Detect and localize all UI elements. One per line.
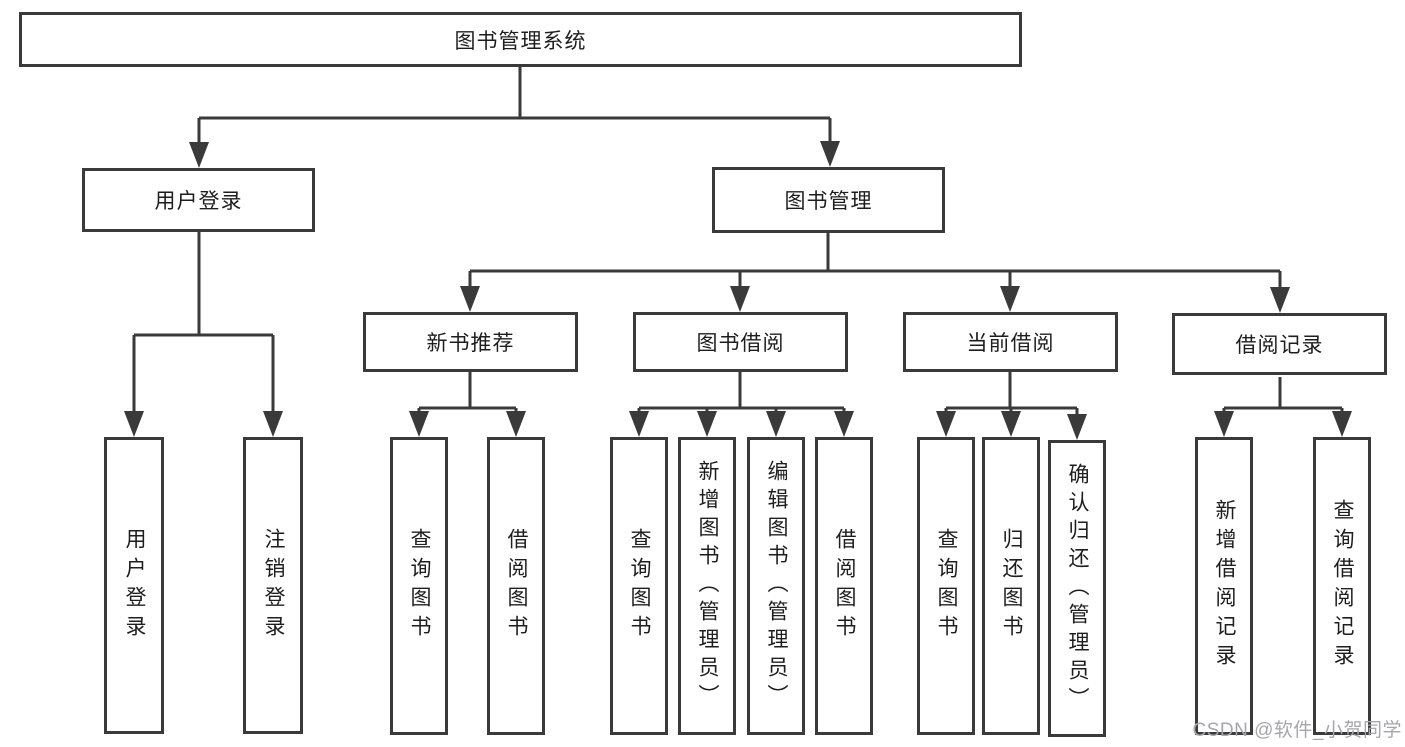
node-current-borrowing: 当前借阅 bbox=[903, 312, 1118, 372]
arrowhead bbox=[1000, 286, 1020, 312]
arrowhead bbox=[460, 286, 480, 312]
node-user-login: 用户登录 bbox=[82, 168, 315, 232]
arrowhead bbox=[936, 411, 956, 437]
node-book-borrowing: 图书借阅 bbox=[633, 312, 848, 372]
arrowhead bbox=[1332, 411, 1352, 437]
node-label: 用户登录 bbox=[154, 190, 243, 213]
arrowhead bbox=[1270, 287, 1290, 313]
leaf-rec-borrow-book: 借阅图书 bbox=[487, 437, 545, 735]
node-label: 确认归还（管理员） bbox=[1066, 462, 1089, 715]
node-label: 查询图书 bbox=[935, 528, 958, 644]
arrowhead bbox=[506, 411, 526, 437]
connector-root-to-level2 bbox=[197, 67, 832, 150]
leaf-bb-query-book: 查询图书 bbox=[610, 437, 668, 735]
arrowhead bbox=[629, 411, 649, 437]
arrowhead bbox=[697, 411, 717, 437]
node-label: 借阅图书 bbox=[833, 528, 856, 644]
leaf-br-add-record: 新增借阅记录 bbox=[1195, 437, 1253, 735]
node-new-book-recommendation: 新书推荐 bbox=[363, 312, 578, 372]
leaf-user-login: 用户登录 bbox=[104, 437, 164, 734]
arrowhead bbox=[263, 411, 283, 437]
node-label: 用户登录 bbox=[123, 527, 146, 644]
connector-new-book-rec-group bbox=[417, 372, 518, 419]
leaf-cb-return-book: 归还图书 bbox=[982, 437, 1040, 735]
leaf-rec-query-book: 查询图书 bbox=[390, 437, 448, 735]
node-label: 编辑图书（管理员） bbox=[765, 460, 788, 712]
leaf-bb-borrow-book: 借阅图书 bbox=[815, 437, 873, 735]
node-label: 借阅记录 bbox=[1235, 334, 1324, 357]
arrowhead bbox=[820, 141, 840, 167]
connector-book-borrow-group bbox=[637, 372, 846, 419]
node-label: 借阅图书 bbox=[505, 528, 528, 644]
arrowhead bbox=[189, 142, 209, 168]
arrowhead bbox=[1067, 414, 1087, 440]
node-label: 查询借阅记录 bbox=[1331, 499, 1354, 673]
arrowhead bbox=[834, 411, 854, 437]
node-book-management: 图书管理 bbox=[712, 167, 945, 233]
arrowhead bbox=[1001, 411, 1021, 437]
node-label: 图书管理系统 bbox=[454, 29, 587, 53]
node-label: 新增借阅记录 bbox=[1213, 499, 1236, 673]
node-label: 注销登录 bbox=[262, 527, 285, 644]
arrowhead bbox=[1214, 411, 1234, 437]
node-label: 新增图书（管理员） bbox=[696, 460, 719, 712]
node-library-system: 图书管理系统 bbox=[19, 12, 1022, 67]
arrowhead bbox=[766, 411, 786, 437]
leaf-logout: 注销登录 bbox=[243, 437, 303, 734]
node-label: 新书推荐 bbox=[426, 332, 515, 355]
node-label: 归还图书 bbox=[1000, 528, 1023, 644]
node-label: 图书管理 bbox=[784, 190, 873, 213]
leaf-bb-add-book-admin: 新增图书（管理员） bbox=[678, 437, 736, 735]
arrowhead bbox=[409, 411, 429, 437]
node-borrowing-records: 借阅记录 bbox=[1172, 313, 1387, 375]
leaf-cb-confirm-return-admin: 确认归还（管理员） bbox=[1048, 440, 1106, 737]
connector-borrow-records-group bbox=[1222, 377, 1344, 419]
arrowhead bbox=[730, 286, 750, 312]
csdn-watermark: CSDN @软件_小贺同学 bbox=[1192, 720, 1402, 741]
arrowhead bbox=[124, 411, 144, 437]
leaf-br-query-record: 查询借阅记录 bbox=[1313, 437, 1371, 735]
node-label: 当前借阅 bbox=[966, 332, 1055, 355]
leaf-bb-edit-book-admin: 编辑图书（管理员） bbox=[747, 437, 805, 735]
node-label: 查询图书 bbox=[628, 528, 651, 644]
connector-user-login-group bbox=[132, 232, 275, 419]
node-label: 查询图书 bbox=[408, 528, 431, 644]
connector-book-mgmt-to-level3 bbox=[468, 233, 1282, 295]
leaf-cb-query-book: 查询图书 bbox=[917, 437, 975, 735]
node-label: 图书借阅 bbox=[696, 332, 785, 355]
